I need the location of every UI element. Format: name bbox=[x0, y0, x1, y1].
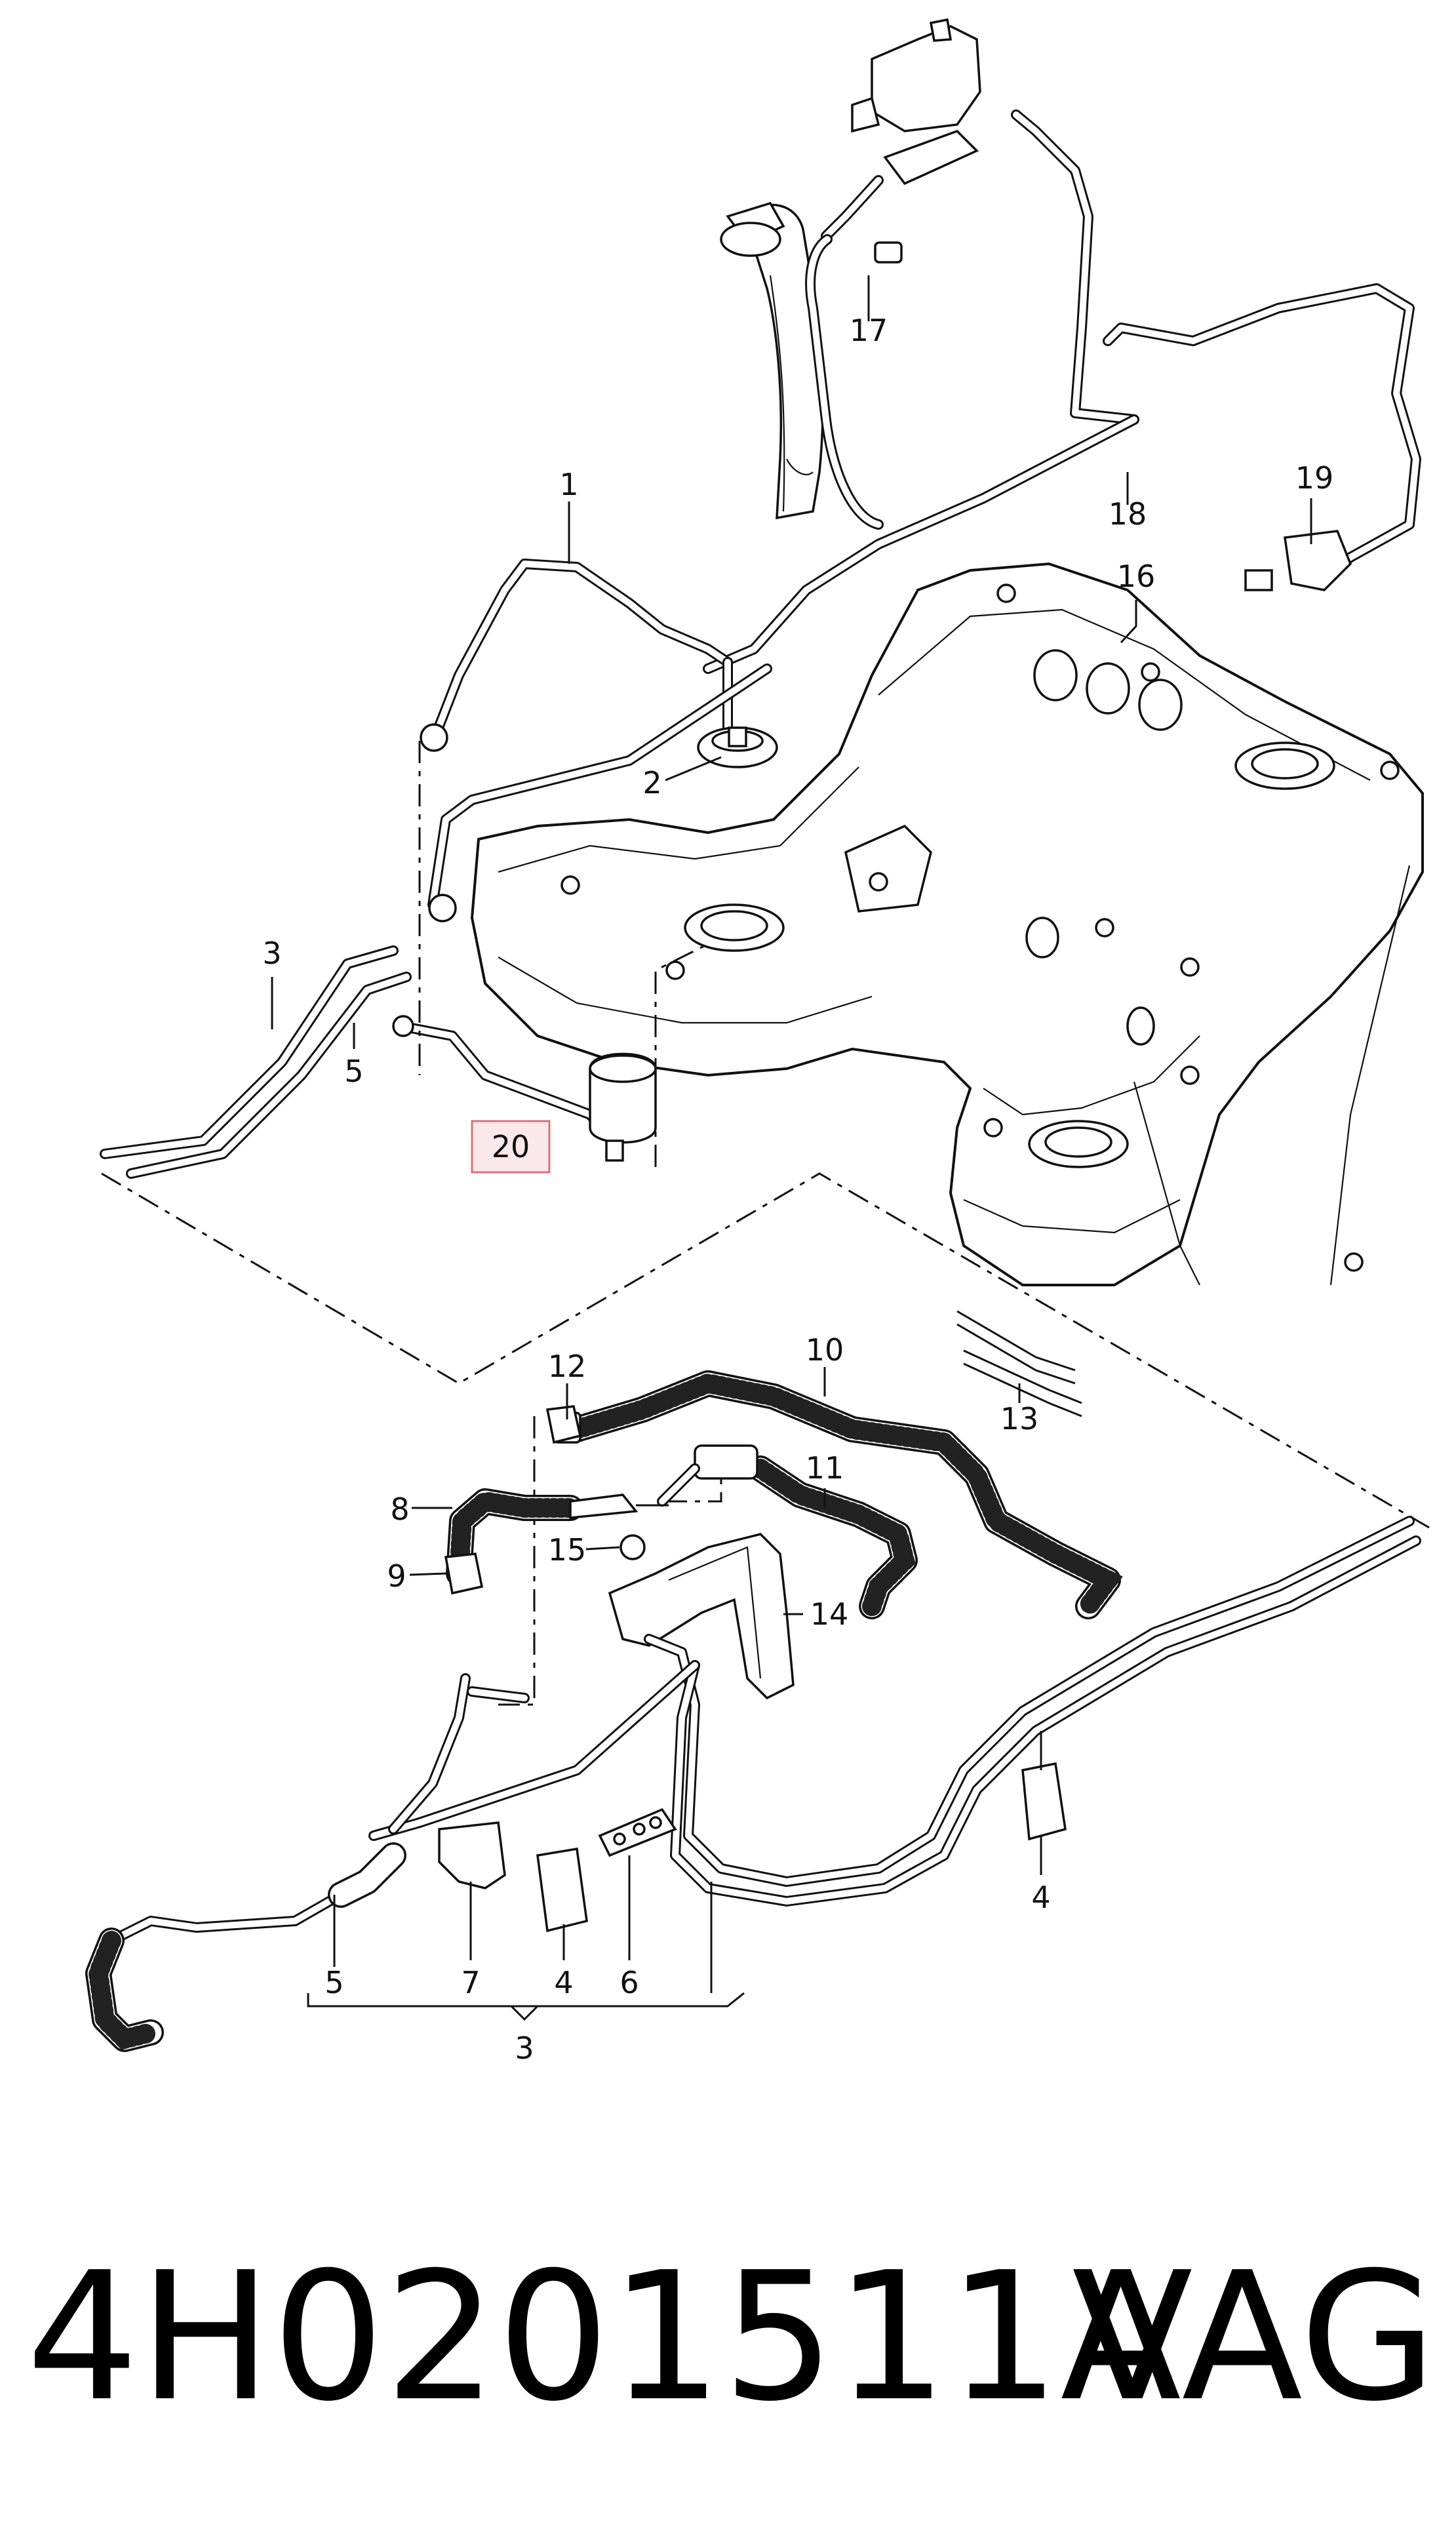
filler-neck-assembly bbox=[720, 201, 824, 520]
leader-lines bbox=[271, 275, 1312, 1993]
hose-8 bbox=[446, 1488, 669, 1587]
callout-14: 14 bbox=[810, 1596, 849, 1632]
callout-9: 9 bbox=[387, 1558, 406, 1594]
callout-3-top: 3 bbox=[262, 936, 281, 971]
callout-16: 16 bbox=[1117, 559, 1156, 594]
callout-6: 6 bbox=[620, 1965, 639, 2000]
brand-name: VAG bbox=[1072, 2234, 1437, 2440]
clamp-9 bbox=[444, 1553, 484, 1595]
hose-10 bbox=[553, 1370, 1123, 1619]
callout-15: 15 bbox=[548, 1532, 587, 1568]
callout-20-highlight[interactable]: 20 bbox=[471, 1120, 551, 1174]
evap-canister bbox=[805, 18, 981, 530]
bracket-lines-3 bbox=[307, 1992, 745, 2021]
callout-1: 1 bbox=[559, 467, 578, 502]
callout-4-left: 4 bbox=[554, 1965, 573, 2000]
callout-5-top: 5 bbox=[344, 1054, 363, 1089]
fuel-tank bbox=[470, 562, 1424, 1286]
holder-6 bbox=[598, 1808, 677, 1857]
holder-4-right bbox=[1021, 1762, 1067, 1841]
callout-18: 18 bbox=[1109, 496, 1147, 532]
part-number: 4H0201511A bbox=[26, 2234, 1181, 2440]
callout-labels: 1 2 3 5 17 18 19 16 13 12 10 11 8 9 15 1… bbox=[262, 313, 1333, 2066]
callout-19: 19 bbox=[1295, 460, 1334, 496]
fuel-lines-3-top bbox=[100, 663, 772, 1179]
tank-bolts bbox=[561, 584, 1400, 1272]
callout-2: 2 bbox=[642, 765, 661, 801]
callout-8: 8 bbox=[390, 1492, 409, 1527]
callout-12: 12 bbox=[548, 1349, 587, 1384]
callout-3-bottom: 3 bbox=[515, 2030, 534, 2066]
bracket-7 bbox=[438, 1821, 506, 1889]
holder-4-left bbox=[536, 1847, 588, 1933]
callout-13: 13 bbox=[1000, 1401, 1039, 1436]
fuel-lines-3-bottom bbox=[368, 1516, 1421, 1907]
callout-7: 7 bbox=[461, 1965, 480, 2000]
hose-5 bbox=[85, 1842, 406, 2052]
fuel-sender-unit-2 bbox=[697, 726, 778, 768]
callout-10: 10 bbox=[806, 1332, 844, 1368]
vent-line-18-19 bbox=[703, 109, 1421, 674]
callout-20[interactable]: 20 bbox=[492, 1129, 530, 1164]
lines-13 bbox=[956, 1310, 1082, 1417]
callout-17: 17 bbox=[850, 313, 888, 348]
callout-4-right: 4 bbox=[1031, 1880, 1050, 1915]
hose-11 bbox=[657, 1444, 918, 1619]
callout-20-box[interactable] bbox=[471, 1120, 551, 1174]
clamp-12 bbox=[545, 1405, 582, 1444]
fuel-line-1 bbox=[420, 559, 733, 759]
callout-5-bottom: 5 bbox=[325, 1965, 344, 2000]
callout-11: 11 bbox=[806, 1450, 844, 1486]
nut-15 bbox=[620, 1534, 646, 1560]
fuel-line-20-filter bbox=[392, 1015, 657, 1162]
